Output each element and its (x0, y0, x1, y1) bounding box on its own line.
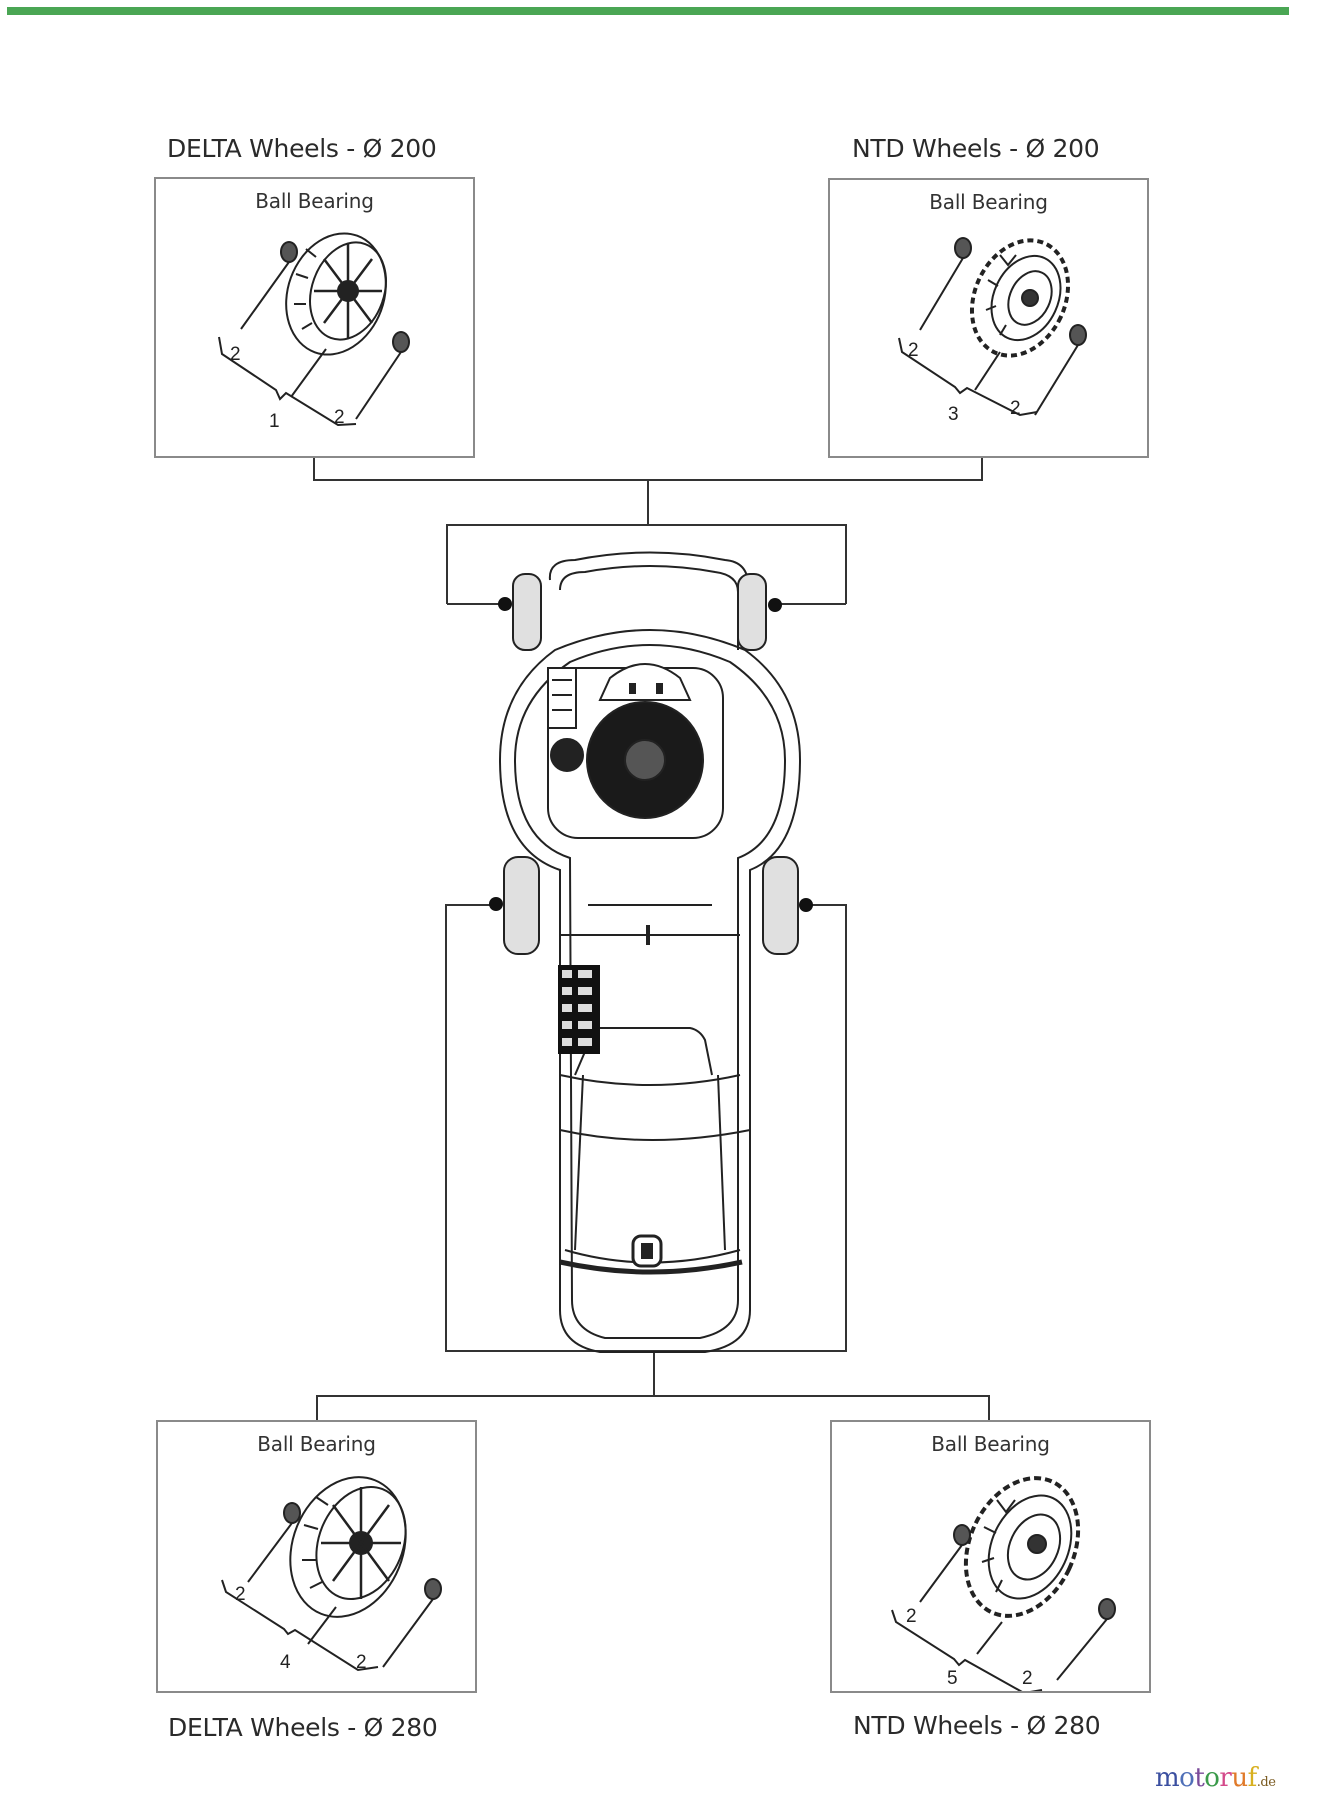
panel-delta-280: Ball Bearing 2 4 2 (156, 1420, 477, 1693)
delta-wheel-icon: 2 1 2 (218, 232, 410, 432)
rear-right-wheel (762, 856, 799, 955)
callout-center: 5 (947, 1668, 958, 1689)
logo-letter: o (1204, 1763, 1220, 1793)
callout-center: 1 (269, 411, 280, 432)
header-bar (7, 7, 1289, 15)
logo-suffix: .de (1256, 1775, 1276, 1790)
bearing-label: Ball Bearing (257, 1432, 376, 1456)
mower-top-view (498, 551, 802, 1353)
callout-left: 2 (906, 1606, 917, 1627)
callout-left: 2 (235, 1584, 246, 1605)
callout-center: 4 (280, 1652, 291, 1673)
panel-title-ntd-200: NTD Wheels - Ø 200 (852, 134, 1100, 163)
ntd-wheel-icon: 2 3 2 (898, 237, 1087, 425)
bearing-label: Ball Bearing (929, 190, 1048, 214)
logo-letter: r (1219, 1763, 1232, 1793)
callout-center: 3 (948, 404, 959, 425)
callout-left: 2 (908, 340, 919, 361)
panel-title-delta-200: DELTA Wheels - Ø 200 (167, 134, 437, 163)
logo-letter: u (1231, 1763, 1248, 1793)
front-right-wheel (737, 573, 767, 651)
callout-left: 2 (230, 344, 241, 365)
delta-wheel-icon: 2 4 2 (221, 1476, 442, 1673)
logo-letter: o (1179, 1763, 1195, 1793)
motoruf-logo[interactable]: motoruf.de (1155, 1763, 1276, 1793)
callout-right: 2 (1022, 1668, 1033, 1689)
panel-title-ntd-280: NTD Wheels - Ø 280 (853, 1711, 1101, 1740)
panel-title-delta-280: DELTA Wheels - Ø 280 (168, 1713, 438, 1742)
panel-ntd-280: Ball Bearing 2 5 2 (830, 1420, 1151, 1693)
callout-right: 2 (356, 1652, 367, 1673)
callout-right: 2 (334, 407, 345, 428)
panel-delta-200: Ball Bearing 2 1 2 (154, 177, 475, 458)
front-left-wheel (512, 573, 542, 651)
callout-right: 2 (1010, 398, 1021, 419)
logo-letter: f (1247, 1763, 1258, 1793)
rear-left-wheel (503, 856, 540, 955)
logo-letter: t (1194, 1763, 1205, 1793)
bearing-label: Ball Bearing (255, 189, 374, 213)
logo-letter: m (1155, 1763, 1180, 1793)
panel-ntd-200: Ball Bearing 2 3 2 (828, 178, 1149, 458)
ntd-wheel-icon: 2 5 2 (891, 1476, 1116, 1691)
bearing-label: Ball Bearing (931, 1432, 1050, 1456)
